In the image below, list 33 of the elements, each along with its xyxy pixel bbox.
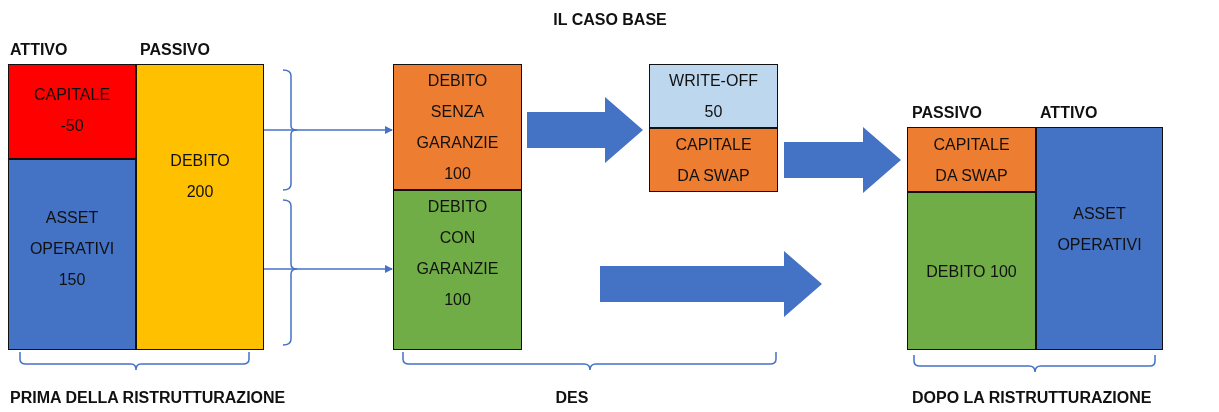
heading-label: PASSIVO [912, 103, 982, 123]
block-text: ASSET OPERATIVI 150 [28, 208, 116, 290]
block-text: ASSET OPERATIVI [1056, 204, 1143, 255]
balance-block [393, 64, 522, 190]
heading-label: ATTIVO [1040, 103, 1098, 123]
block-text: WRITE-OFF 50 [668, 71, 759, 122]
heading-label: PASSIVO [140, 40, 210, 60]
heading-label: DES [554, 388, 590, 408]
balance-block [136, 64, 264, 350]
block-text: DEBITO 100 [926, 261, 1017, 282]
title: IL CASO BASE [552, 10, 668, 30]
block-arrow [527, 97, 643, 163]
heading-label: PRIMA DELLA RISTRUTTURAZIONE [10, 388, 286, 408]
block-arrow [600, 251, 822, 317]
balance-block [907, 127, 1036, 192]
heading-label: ATTIVO [10, 40, 68, 60]
block-arrow [784, 127, 901, 193]
block-text: DEBITO 200 [169, 151, 231, 202]
balance-block [649, 64, 778, 128]
block-text: CAPITALE DA SWAP [674, 135, 753, 186]
balance-block [8, 159, 136, 350]
balance-block [1036, 127, 1163, 350]
arrow [263, 265, 393, 273]
arrow [263, 126, 393, 134]
block-text: DEBITO SENZA GARANZIE 100 [415, 71, 500, 184]
heading-label: DOPO LA RISTRUTTURAZIONE [912, 388, 1152, 408]
balance-block [8, 64, 136, 159]
block-text: DEBITO CON GARANZIE 100 [415, 197, 500, 310]
balance-block [649, 128, 778, 192]
block-text: CAPITALE -50 [32, 85, 112, 136]
block-text: CAPITALE DA SWAP [932, 134, 1011, 186]
balance-block [393, 190, 522, 350]
balance-block [907, 192, 1036, 350]
